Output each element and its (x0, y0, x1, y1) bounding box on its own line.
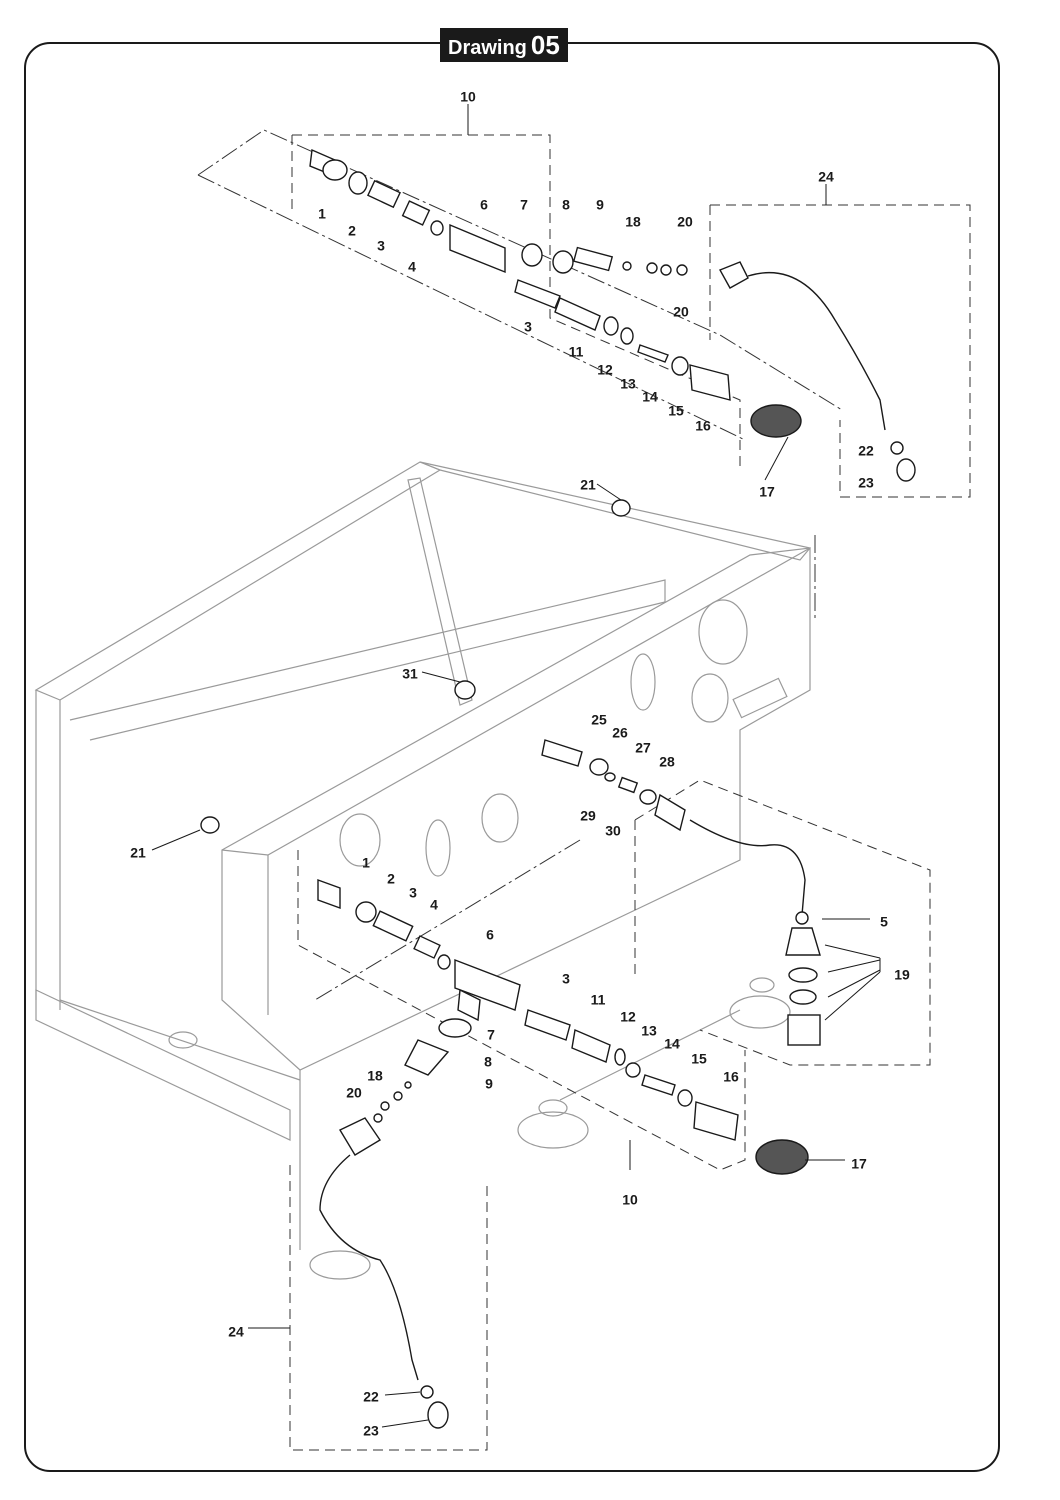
part-callout-c8: 8 (562, 197, 570, 213)
part-callout-c2: 1 (318, 206, 326, 222)
axis-lines (197, 129, 843, 1001)
part-callout-c54: 24 (228, 1324, 244, 1340)
part-callout-c11: 20 (677, 214, 693, 230)
part-callout-c31: 30 (605, 823, 621, 839)
part-callout-c9: 9 (596, 197, 604, 213)
part-callout-c29: 28 (659, 754, 675, 770)
part-callout-c43: 13 (641, 1023, 657, 1039)
part-callout-c30: 29 (580, 808, 596, 824)
part-callout-c12: 20 (673, 304, 689, 320)
part-callout-c6: 6 (480, 197, 488, 213)
part-callout-c53: 10 (622, 1192, 638, 1208)
part-callout-c48: 8 (484, 1054, 492, 1070)
upper-assembly-parts (309, 148, 916, 482)
drawing-number: 05 (530, 30, 560, 60)
part-callout-c26: 25 (591, 712, 607, 728)
part-callout-c22: 22 (858, 443, 874, 459)
part-callout-c28: 27 (635, 740, 651, 756)
leader-lines (151, 104, 881, 1428)
part-callout-c25: 31 (402, 666, 418, 682)
drawing-title-word: Drawing (448, 37, 527, 59)
part-callout-c16: 13 (620, 376, 636, 392)
part-callout-c27: 26 (612, 725, 628, 741)
part-callout-c14: 11 (569, 344, 584, 360)
part-callout-c4: 3 (377, 238, 385, 254)
part-callout-c10: 18 (625, 214, 641, 230)
part-callout-c19: 16 (695, 418, 711, 434)
part-callout-c17: 14 (642, 389, 658, 405)
part-callout-c39: 19 (894, 967, 910, 983)
part-callout-c47: 7 (487, 1027, 495, 1043)
part-callout-c56: 23 (363, 1423, 379, 1439)
part-callout-c37: 6 (486, 927, 494, 943)
part-callout-c51: 20 (346, 1085, 362, 1101)
part-callout-c42: 12 (620, 1009, 636, 1025)
part-callout-c7: 7 (520, 197, 528, 213)
part-callout-c55: 22 (363, 1389, 379, 1405)
part-callout-c1: 10 (460, 89, 476, 105)
part-callout-c35: 3 (409, 885, 417, 901)
drawing-title: Drawing 05 (440, 28, 568, 62)
part-callout-c40: 3 (562, 971, 570, 987)
part-callout-c45: 15 (691, 1051, 707, 1067)
part-callout-c21: 24 (818, 169, 834, 185)
part-callout-c32: 21 (130, 845, 146, 861)
part-callout-c52: 17 (851, 1156, 867, 1172)
part-callout-c33: 1 (362, 855, 370, 871)
part-callout-c24: 21 (580, 477, 596, 493)
part-callout-c23: 23 (858, 475, 874, 491)
part-callout-c34: 2 (387, 871, 395, 887)
part-callout-c50: 18 (367, 1068, 383, 1084)
part-callout-c20: 17 (759, 484, 775, 500)
part-callout-c44: 14 (664, 1036, 680, 1052)
part-callout-c15: 12 (597, 362, 613, 378)
part-callout-c5: 4 (408, 259, 416, 275)
part-callout-c38: 5 (880, 914, 888, 930)
part-callout-c41: 11 (591, 992, 606, 1008)
assembly-boundaries (289, 134, 971, 1451)
part-callout-c18: 15 (668, 403, 684, 419)
part-callout-c13: 3 (524, 319, 532, 335)
part-callout-c46: 16 (723, 1069, 739, 1085)
part-callout-c3: 2 (348, 223, 356, 239)
part-callout-c36: 4 (430, 897, 438, 913)
part-callout-c49: 9 (485, 1076, 493, 1092)
machine-frame-outline (34, 461, 812, 1280)
lower-assembly-parts (200, 499, 821, 1429)
